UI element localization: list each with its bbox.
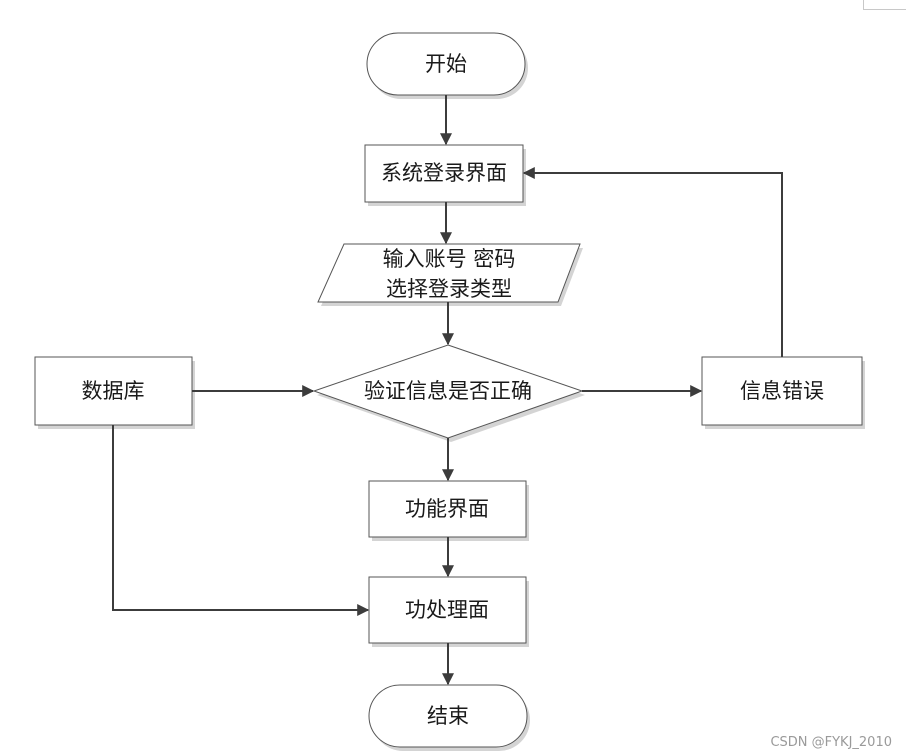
function-page-label: 功能界面 [405, 497, 489, 521]
process-page-label: 功处理面 [405, 598, 489, 622]
function-page-box [368, 480, 527, 538]
login-page-box [364, 144, 524, 203]
start-label: 开始 [425, 52, 467, 76]
error-box [701, 356, 863, 426]
verify-label: 验证信息是否正确 [364, 379, 532, 403]
input-label-line1: 输入账号 密码 [383, 247, 516, 271]
watermark: CSDN @FYKJ_2010 [770, 735, 892, 750]
input-label-line2: 选择登录类型 [386, 277, 512, 301]
window-corner-frame [863, 0, 906, 10]
end-label: 结束 [427, 704, 469, 728]
input-parallelogram [317, 243, 581, 303]
error-label: 信息错误 [740, 379, 824, 403]
login-page-label: 系统登录界面 [381, 161, 507, 185]
arrow-error-to-login [522, 167, 783, 357]
database-box [34, 356, 193, 426]
arrow-database-to-process [112, 425, 370, 616]
database-label: 数据库 [82, 379, 145, 403]
